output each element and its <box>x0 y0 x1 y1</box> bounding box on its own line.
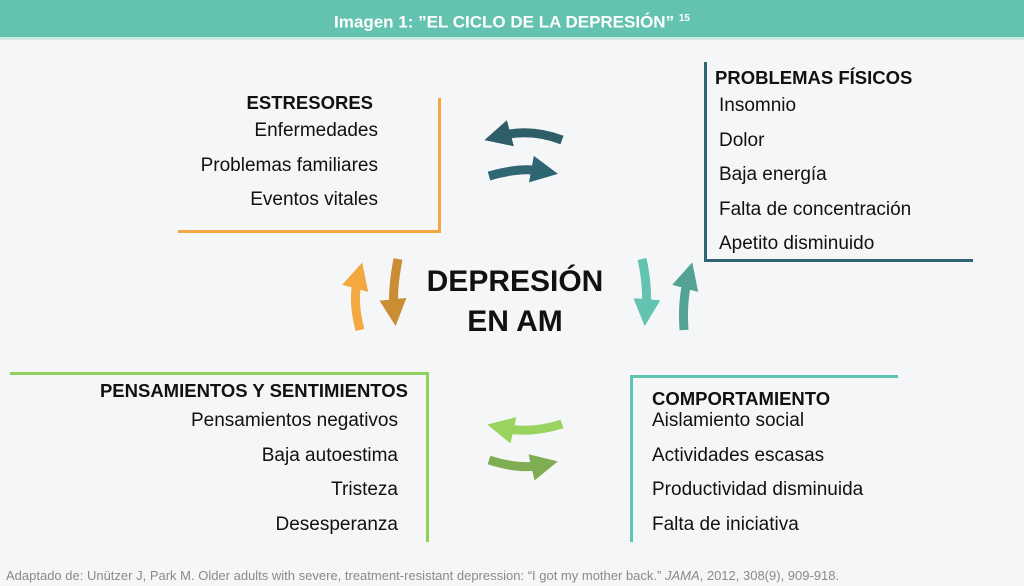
pensamientos-heading: PENSAMIENTOS Y SENTIMIENTOS <box>99 380 408 401</box>
arrow-up-orange <box>342 262 369 332</box>
list-item: Baja energía <box>719 164 827 185</box>
list-item: Problemas familiares <box>200 154 378 176</box>
list-item: Actividades escasas <box>652 444 825 466</box>
list-item: Productividad disminuida <box>652 479 864 500</box>
estresores-border-bottom <box>178 230 441 233</box>
arrow-right-dark-teal <box>487 155 558 183</box>
comportamiento-heading: COMPORTAMIENTO <box>652 388 831 409</box>
list-item: Apetito disminuido <box>719 233 875 254</box>
title: Imagen 1: ”EL CICLO DE LA DEPRESIÓN” <box>334 12 675 32</box>
arrow-down-teal <box>633 257 661 327</box>
title-bar: Imagen 1: ”EL CICLO DE LA DEPRESIÓN” 15 <box>0 0 1024 40</box>
list-item: Falta de concentración <box>719 198 912 220</box>
arrow-left-green <box>487 417 564 444</box>
list-item: Tristeza <box>331 479 398 500</box>
list-item: Baja autoestima <box>261 444 398 466</box>
pensamientos-border-right <box>426 372 429 542</box>
arrow-left-dark-teal <box>484 120 564 147</box>
list-item: Pensamientos negativos <box>190 410 398 431</box>
list-item: Aislamiento social <box>652 410 805 431</box>
arrow-down-brown <box>379 258 407 327</box>
fisicos-border-bottom <box>704 259 973 262</box>
title-reference: 15 <box>678 13 690 24</box>
list-item: Eventos vitales <box>250 189 378 210</box>
center-label: DEPRESIÓN EN AM <box>400 262 630 342</box>
arrow-right-green <box>487 454 558 481</box>
estresores-box: ESTRESORES Enfermedades Problemas famili… <box>150 92 378 218</box>
comportamiento-border-top <box>630 375 898 378</box>
list-item: Dolor <box>719 129 765 151</box>
citation-footer: Adaptado de: Unützer J, Park M. Older ad… <box>6 568 839 583</box>
center-line-1: DEPRESIÓN <box>426 265 604 298</box>
list-item: Falta de iniciativa <box>652 513 799 535</box>
center-line-2: EN AM <box>467 305 563 338</box>
comportamiento-border-left <box>630 375 633 542</box>
citation-text: Adaptado de: Unützer J, Park M. Older ad… <box>6 568 665 583</box>
list-item: Enfermedades <box>254 120 378 141</box>
estresores-border-right <box>438 98 441 233</box>
citation-details: , 2012, 308(9), 909-918. <box>699 568 840 583</box>
fisicos-heading: PROBLEMAS FÍSICOS <box>715 67 913 88</box>
arrow-up-teal <box>672 262 699 331</box>
fisicos-box: PROBLEMAS FÍSICOS Insomnio Dolor Baja en… <box>715 67 912 262</box>
pensamientos-box: PENSAMIENTOS Y SENTIMIENTOS Pensamientos… <box>20 380 408 542</box>
estresores-heading: ESTRESORES <box>246 92 373 113</box>
citation-journal: JAMA <box>664 568 700 583</box>
list-item: Desesperanza <box>275 513 398 535</box>
pensamientos-border-top <box>10 372 429 375</box>
fisicos-border-left <box>704 62 707 262</box>
comportamiento-box: COMPORTAMIENTO Aislamiento social Activi… <box>652 388 863 542</box>
list-item: Insomnio <box>719 95 797 116</box>
